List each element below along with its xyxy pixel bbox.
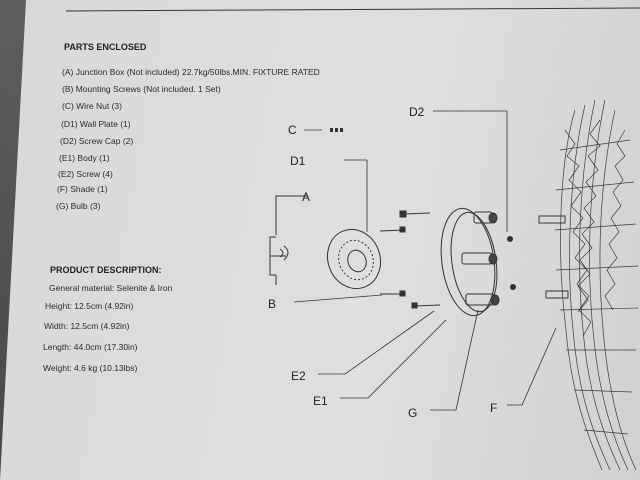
body-canopy-drawing bbox=[440, 207, 500, 317]
product-material: General material: Selenite & Iron bbox=[49, 283, 173, 293]
part-item-a: (A) Junction Box (Not included) 22.7kg/5… bbox=[62, 67, 320, 77]
part-item-d2: (D2) Screw Cap (2) bbox=[60, 136, 134, 146]
product-heading: PRODUCT DESCRIPTION: bbox=[50, 265, 162, 275]
label-e1: E1 bbox=[313, 394, 328, 408]
leader-lines bbox=[293, 110, 557, 411]
top-rule bbox=[65, 7, 640, 12]
part-item-f: (F) Shade (1) bbox=[57, 184, 108, 194]
label-a: A bbox=[302, 190, 310, 204]
product-weight: Weight: 4.6 kg (10.13lbs) bbox=[43, 363, 138, 373]
wall-plate-drawing bbox=[327, 228, 381, 290]
part-item-b: (B) Mounting Screws (Not included. 1 Set… bbox=[62, 84, 221, 94]
label-d2: D2 bbox=[409, 105, 425, 119]
label-c: C bbox=[288, 123, 297, 137]
part-item-e2: (E2) Screw (4) bbox=[58, 169, 113, 179]
product-height: Height: 12.5cm (4.92in) bbox=[45, 301, 134, 311]
screw-cap-dot-2 bbox=[510, 284, 516, 290]
part-item-e1: (E1) Body (1) bbox=[59, 153, 110, 163]
product-length: Length: 44.0cm (17.30in) bbox=[43, 342, 138, 352]
part-item-c: (C) Wire Nut (3) bbox=[62, 101, 122, 111]
screw-cap-dot-1 bbox=[507, 236, 513, 242]
screws-drawing bbox=[379, 210, 441, 309]
part-item-g: (G) Bulb (3) bbox=[56, 201, 101, 211]
label-f: F bbox=[490, 401, 497, 415]
label-g: G bbox=[408, 406, 417, 420]
selenite-shade-drawing bbox=[554, 99, 639, 471]
label-b: B bbox=[268, 297, 276, 311]
label-e2: E2 bbox=[291, 369, 306, 383]
wire-nuts-drawing bbox=[330, 128, 343, 132]
part-item-d1: (D1) Wall Plate (1) bbox=[61, 119, 131, 129]
parts-heading: PARTS ENCLOSED bbox=[64, 42, 147, 52]
shade-mount-rods bbox=[538, 215, 569, 299]
label-d1: D1 bbox=[290, 154, 306, 168]
junction-box-drawing bbox=[269, 195, 307, 285]
product-width: Width: 12.5cm (4.92in) bbox=[44, 321, 130, 331]
